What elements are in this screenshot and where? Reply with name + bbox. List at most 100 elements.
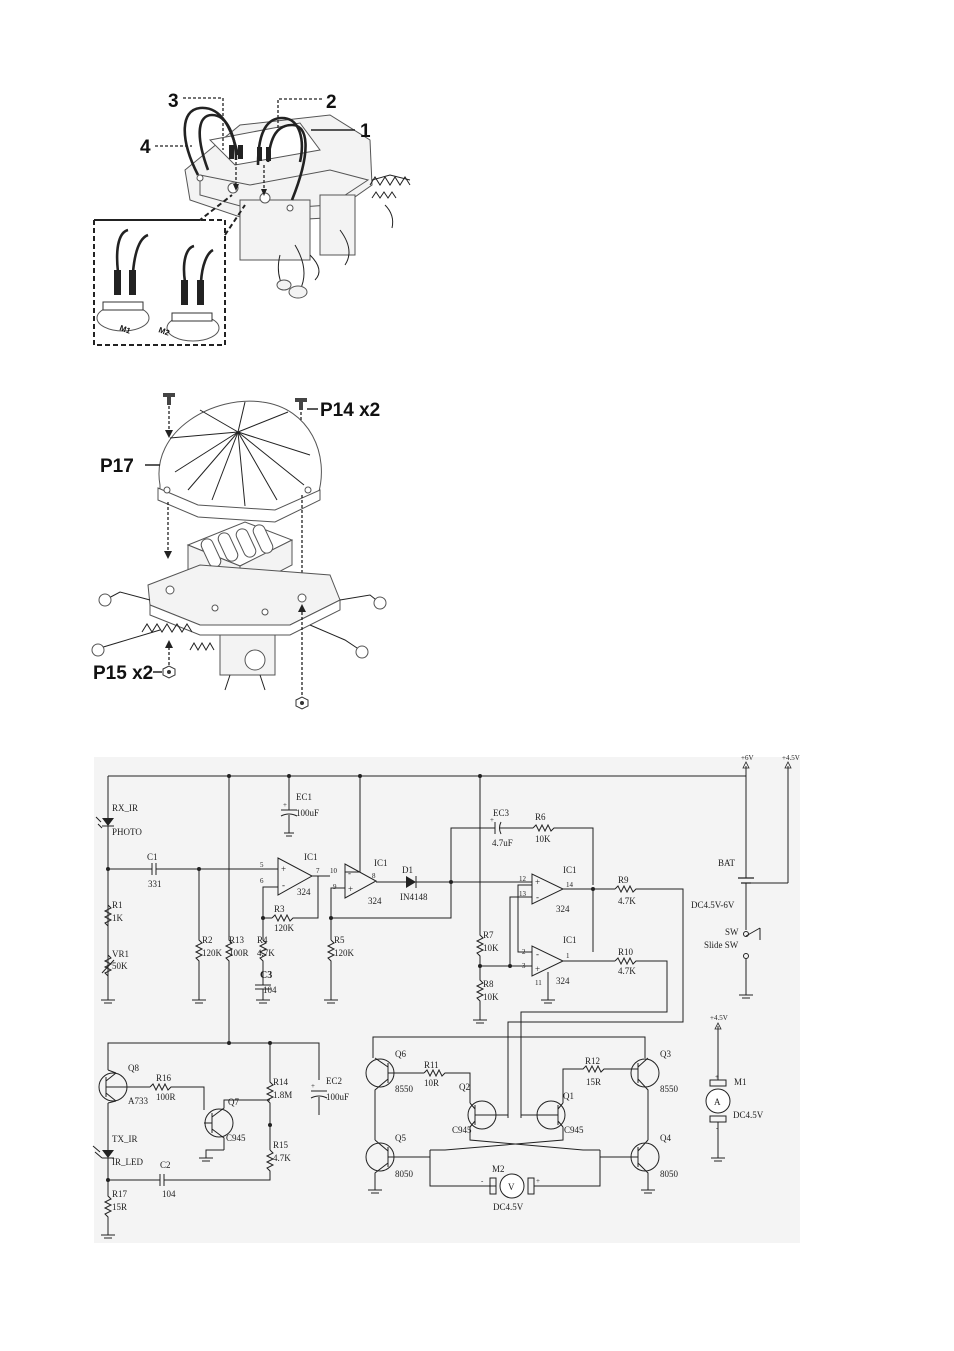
resistor-r2: R2 120K	[192, 869, 223, 1004]
q3-label: Q3	[660, 1049, 671, 1059]
resistor-r17: R17 15R	[101, 1180, 128, 1239]
motor-label-m2: M2	[157, 325, 171, 337]
ic1d-minus: -	[536, 949, 539, 959]
r15-label: R15	[273, 1140, 289, 1150]
callout-1: 1	[360, 121, 371, 142]
r16-label: R16	[156, 1073, 172, 1083]
resistor-r7: R7 10K	[475, 776, 510, 968]
transistor-q3: Q3 8550	[630, 1049, 679, 1140]
r12-label: R12	[585, 1056, 600, 1066]
capacitor-ec1: + EC1 100uF	[280, 776, 319, 837]
capacitor-ec2: + EC2 100uF	[310, 1076, 349, 1115]
ic1b-pin8: 8	[372, 872, 376, 880]
r11-value: 10R	[424, 1078, 439, 1088]
r3-value: 120K	[274, 923, 295, 933]
ic1a-pin7: 7	[316, 867, 320, 875]
ic1c-plus: +	[535, 877, 540, 887]
ic1c-pin14: 14	[566, 881, 574, 889]
r10-label: R10	[618, 947, 634, 957]
capacitor-c1: C1 331	[108, 852, 278, 889]
m1-label: M1	[734, 1077, 747, 1087]
ic1c-value: 324	[556, 904, 570, 914]
r7-value: 10K	[483, 943, 499, 953]
ic1b-plus: +	[348, 884, 353, 894]
r17-value: 15R	[112, 1202, 127, 1212]
ic1a-pin5: 5	[260, 861, 264, 869]
motor-m1: +4.5V A + - M1 DC4.5V	[705, 1014, 764, 1162]
callout-4: 4	[140, 137, 151, 158]
c2-label: C2	[160, 1160, 171, 1170]
ec1-label: EC1	[296, 792, 312, 802]
q8-label: Q8	[128, 1063, 139, 1073]
ec1-plus: +	[283, 801, 287, 809]
capacitor-c3: C3 104	[255, 970, 277, 1004]
photo-label: PHOTO	[112, 827, 142, 837]
q7-label: Q7	[228, 1097, 239, 1107]
ic1a-plus: +	[281, 864, 286, 874]
resistor-r16: R16 100R	[149, 1073, 205, 1110]
ic1a-minus: -	[282, 880, 285, 890]
callout-p15: P15 x2	[93, 663, 153, 684]
r2-label: R2	[202, 935, 213, 945]
step1-wiring-figure: 3 2 4 1 M1 M2	[93, 91, 411, 346]
m2-minus: -	[481, 1177, 484, 1185]
r15-value: 4.7K	[273, 1153, 291, 1163]
transistor-q8: Q8 A733	[98, 1063, 150, 1106]
ic1d-plus: +	[535, 964, 540, 974]
ic1a-value: 324	[297, 887, 311, 897]
r13-label: R13	[229, 935, 245, 945]
ic1b-value: 324	[368, 896, 382, 906]
r9-label: R9	[618, 875, 629, 885]
slide-switch-sw: SW Slide SW	[704, 927, 761, 999]
bat-label: BAT	[718, 858, 736, 868]
r7-label: R7	[483, 930, 494, 940]
q4-label: Q4	[660, 1133, 671, 1143]
r1-value: 1K	[112, 913, 124, 923]
motor-label-m1: M1	[118, 323, 132, 335]
callout-2: 2	[326, 92, 337, 113]
m2-meter-v: V	[508, 1182, 515, 1192]
ic1a-label: IC1	[304, 852, 318, 862]
m1-plus: +	[715, 1073, 719, 1081]
vr1-label: VR1	[112, 949, 129, 959]
ic1b-minus: -	[348, 868, 351, 878]
c1-value: 331	[148, 879, 162, 889]
resistor-r9: R9 4.7K	[507, 875, 684, 1118]
ic1a-pin6: 6	[260, 877, 264, 885]
ir-led-label: IR_LED	[112, 1157, 143, 1167]
resistor-r1: R1 1K	[103, 900, 124, 927]
resistor-r8: R8 10K	[473, 966, 499, 1024]
ic1c-minus: -	[536, 892, 539, 902]
ec2-value: 100uF	[326, 1092, 349, 1102]
transistor-q2: Q2 C945	[452, 1082, 600, 1151]
robot-base	[91, 564, 387, 691]
q5-value: 8050	[395, 1169, 414, 1179]
transistor-q1: Q1 C945	[430, 1091, 584, 1151]
resistor-r13: R13 100R	[224, 776, 249, 1043]
bat-value: DC4.5V-6V	[691, 900, 735, 910]
r6-label: R6	[535, 812, 546, 822]
callout-3: 3	[168, 91, 179, 112]
resistor-r10: R10 4.7K	[520, 947, 668, 1118]
ec3-plus: +	[490, 816, 494, 824]
q1-value: C945	[564, 1125, 584, 1135]
nut-right	[295, 604, 309, 710]
tx-ir-label: TX_IR	[112, 1134, 138, 1144]
m2-label: M2	[492, 1164, 505, 1174]
rail-6v: +6V	[741, 754, 754, 762]
ec3-label: EC3	[493, 808, 510, 818]
motor-inset: M1 M2	[93, 194, 246, 346]
ec1-value: 100uF	[296, 808, 319, 818]
resistor-r6: R6 10K	[532, 812, 594, 885]
screw-left	[163, 393, 175, 438]
resistor-r14: R14 1.8M	[265, 1043, 292, 1150]
r11-label: R11	[424, 1060, 439, 1070]
ic1b-label: IC1	[374, 858, 388, 868]
ic1d-value: 324	[556, 976, 570, 986]
r10-value: 4.7K	[618, 966, 636, 976]
nut-left	[162, 640, 176, 679]
q8-value: A733	[128, 1096, 148, 1106]
c1-label: C1	[147, 852, 158, 862]
circuit-schematic: +6V +4.5V RX_IR PHOTO R1 1K VR1 50K	[92, 754, 800, 1243]
vr1-value: 50K	[112, 961, 128, 971]
